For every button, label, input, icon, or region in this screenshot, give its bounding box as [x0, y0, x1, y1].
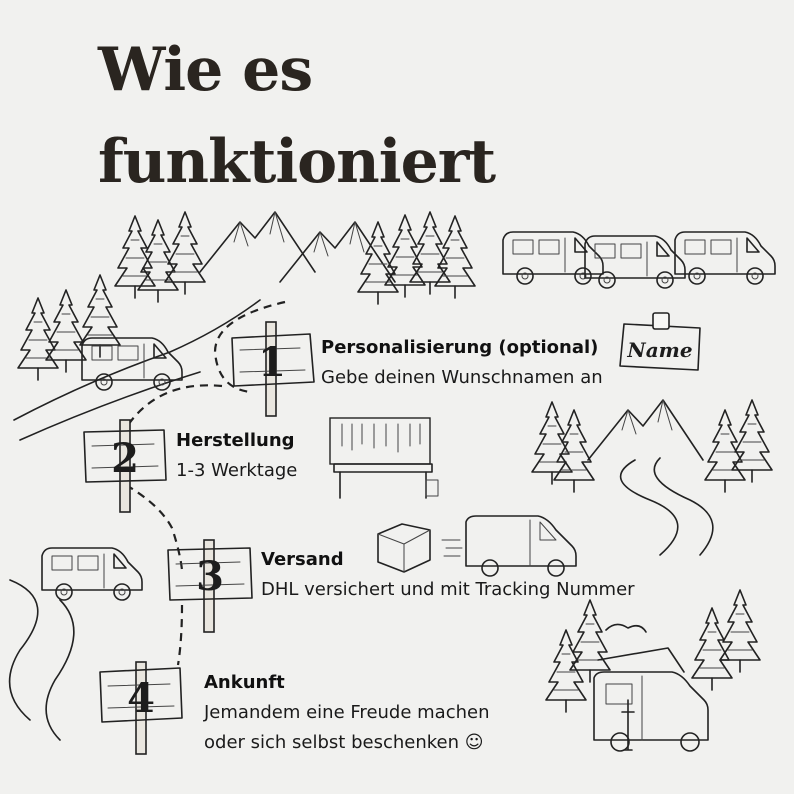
mountain-landscape-right-icon — [531, 399, 773, 556]
step-number-4: 4 — [127, 675, 155, 722]
step-1-description: Gebe deinen Wunschnamen an — [321, 367, 603, 388]
name-tag-icon: Name — [619, 312, 701, 371]
step-2-title: Herstellung — [176, 430, 295, 451]
arrival-campsite-icon — [545, 589, 761, 752]
step-1-title: Personalisierung (optional) — [321, 337, 599, 358]
motorhome-left-icon — [8, 547, 143, 741]
step-3-description: DHL versichert und mit Tracking Nummer — [261, 579, 635, 600]
forest-left-icon — [17, 274, 121, 381]
step-3-title: Versand — [261, 549, 344, 570]
workbench-tools-icon — [329, 417, 439, 499]
step-number-2: 2 — [111, 435, 139, 482]
page-title-line-1: Wie es — [98, 35, 313, 105]
signpost-3: 3 — [167, 539, 253, 633]
svg-text:Name: Name — [626, 338, 692, 362]
mountain-range-icon — [199, 211, 396, 283]
forest-top-icon — [114, 211, 476, 305]
signpost-4: 4 — [99, 661, 183, 755]
step-4-description-line-2: oder sich selbst beschenken ☺ — [204, 732, 484, 753]
step-4-title: Ankunft — [204, 672, 285, 693]
page-title-line-2: funktioniert — [98, 127, 496, 197]
road-left-icon — [13, 299, 261, 441]
package-box-icon — [377, 523, 431, 573]
signpost-2: 2 — [83, 419, 167, 513]
signpost-1: 1 — [231, 321, 315, 417]
delivery-van-icon — [441, 515, 577, 577]
campervan-fleet-icon — [502, 231, 776, 289]
step-number-3: 3 — [196, 553, 224, 600]
step-number-1: 1 — [258, 339, 286, 386]
step-4-description: Jemandem eine Freude machen — [204, 702, 490, 723]
step-2-description: 1-3 Werktage — [176, 460, 298, 481]
